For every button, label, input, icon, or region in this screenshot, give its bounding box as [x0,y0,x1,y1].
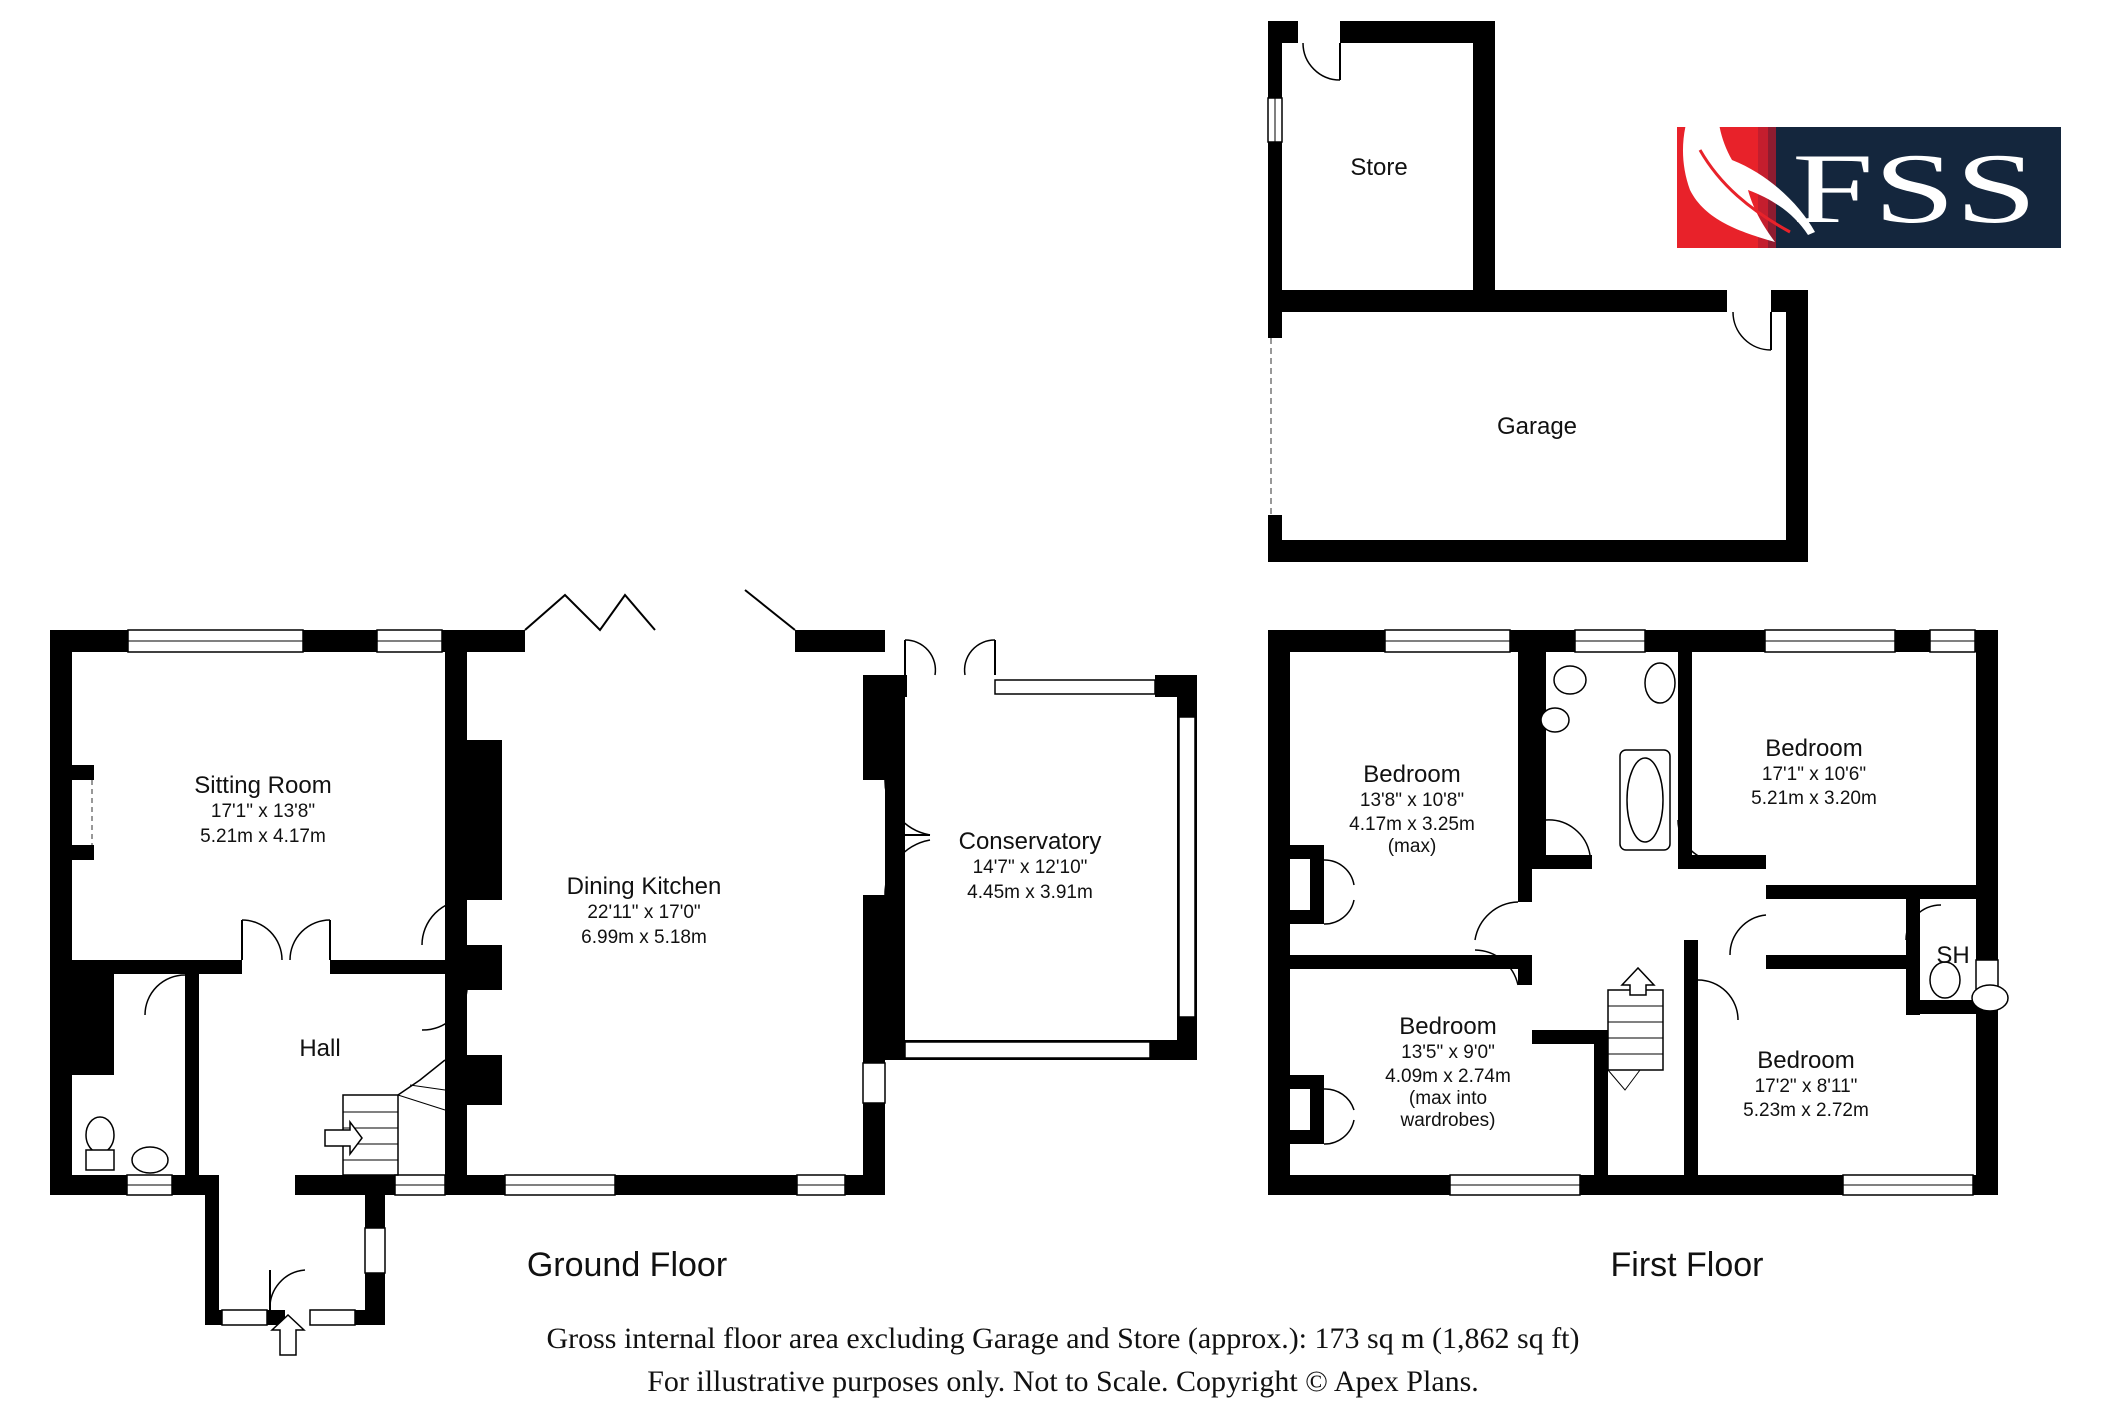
conservatory-name: Conservatory [959,828,1102,855]
logo-navy-panel [1776,127,2061,248]
fss-logo: FSS [1677,52,2061,248]
hall-name: Hall [299,1035,340,1062]
bedroom-3-note-1: (max into [1409,1088,1487,1109]
basin-icon [131,1146,169,1174]
bedroom-3-imperial: 13'5" x 9'0" [1401,1042,1495,1063]
ground-floor-label: Ground Floor [527,1246,727,1284]
bath-icon [1626,757,1664,843]
store-label: Store [1350,154,1407,181]
first-floor-stairs [1607,989,1664,1091]
shower-room-name: SH [1936,942,1969,969]
store-door [1302,42,1341,81]
dining-kitchen-name: Dining Kitchen [567,873,722,900]
shower-basin-icon [1971,984,2009,1012]
bedroom-1-note: (max) [1388,836,1437,857]
conservatory-metric: 4.45m x 3.91m [967,882,1093,903]
stair-arrow-icon [324,1119,363,1157]
bedroom-2-metric: 5.21m x 3.20m [1751,788,1877,809]
floor-area-note: Gross internal floor area excluding Gara… [546,1322,1579,1355]
entrance-arrow-icon [270,1313,306,1356]
sitting-room-name: Sitting Room [194,772,331,799]
bedroom-4-metric: 5.23m x 2.72m [1743,1100,1869,1121]
bedroom-3-name: Bedroom [1399,1013,1496,1040]
bath-basin-icon [1644,662,1676,704]
ground-stairs [342,1059,446,1176]
bedroom-2-name: Bedroom [1765,735,1862,762]
bedroom-3-metric: 4.09m x 2.74m [1385,1066,1511,1087]
dining-kitchen-imperial: 22'11" x 17'0" [587,902,700,923]
outbuildings: Store Garage [1267,21,1808,562]
first-floor-label: First Floor [1611,1246,1764,1284]
garage-label: Garage [1497,413,1577,440]
logo-text: FSS [1792,133,2037,244]
dining-kitchen-metric: 6.99m x 5.18m [581,927,707,948]
garage-door [1732,311,1772,351]
copyright-note: For illustrative purposes only. Not to S… [647,1365,1479,1398]
conservatory-imperial: 14'7" x 12'10" [973,857,1088,878]
bidet-icon [1540,707,1570,733]
bedroom-1-metric: 4.17m x 3.25m [1349,814,1475,835]
bedroom-1-imperial: 13'8" x 10'8" [1360,790,1464,811]
bedroom-4-imperial: 17'2" x 8'11" [1755,1076,1858,1097]
bedroom-3-note-2: wardrobes) [1399,1110,1495,1131]
first-floor-toilet-icon [1553,665,1587,695]
bedroom-4-name: Bedroom [1757,1047,1854,1074]
sitting-room-metric: 5.21m x 4.17m [200,826,326,847]
shower-toilet-icon [1929,961,1961,999]
sitting-room-imperial: 17'1" x 13'8" [211,801,315,822]
toilet-icon [85,1116,115,1154]
ground-floor-plan: Sitting Room 17'1" x 13'8" 5.21m x 4.17m… [50,589,1197,1356]
feather-icon [1682,52,1815,242]
bedroom-1-name: Bedroom [1363,761,1460,788]
first-floor-plan: Bedroom 13'8" x 10'8" 4.17m x 3.25m (max… [1268,629,2009,1284]
bedroom-2-imperial: 17'1" x 10'6" [1762,764,1866,785]
first-floor-stair-arrow-icon [1620,966,1656,996]
